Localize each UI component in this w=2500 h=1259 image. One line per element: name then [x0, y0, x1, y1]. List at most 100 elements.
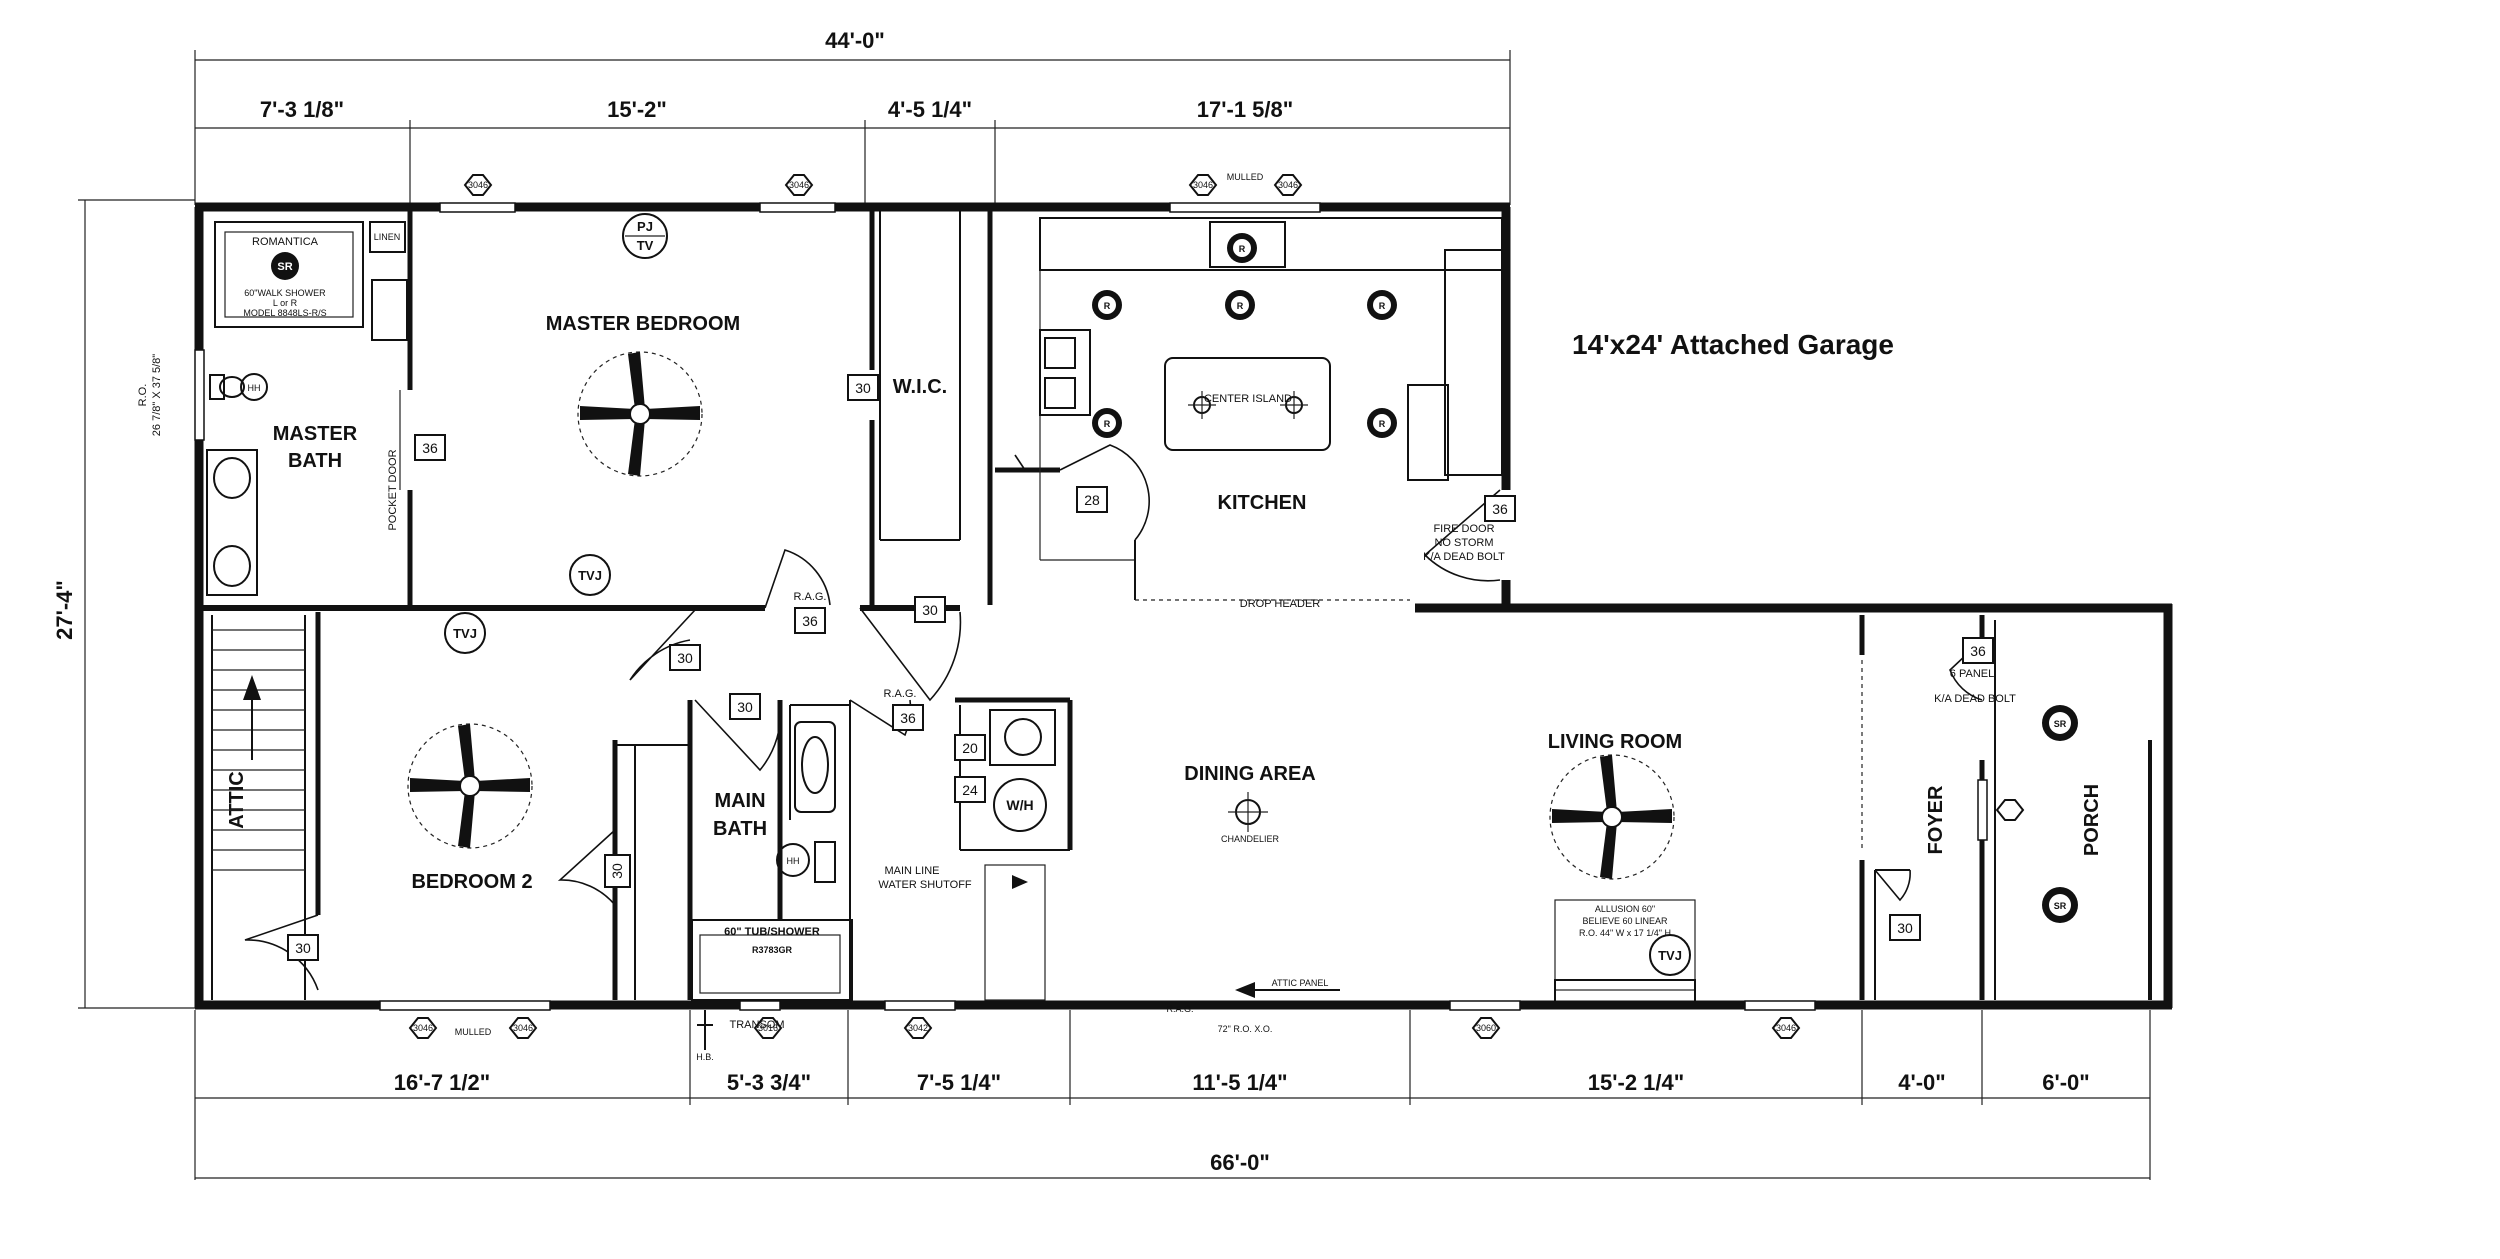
window-tag: 3046 [468, 180, 488, 190]
svg-text:30: 30 [677, 650, 693, 666]
chandelier-label: CHANDELIER [1221, 834, 1280, 844]
svg-text:TVJ: TVJ [453, 626, 477, 641]
ceiling-fan-icon [1549, 754, 1675, 880]
top-segment-3: 4'-5 1/4" [888, 97, 972, 122]
door-tag: 36 [794, 607, 826, 634]
door-swings [244, 444, 1983, 991]
svg-text:R: R [1379, 301, 1386, 311]
arrow-left-icon [1235, 982, 1255, 998]
svg-text:30: 30 [609, 863, 625, 879]
main-line-label-1: MAIN LINE [884, 865, 939, 877]
window-tags: 3046 3046 3046 3046 MULLED 3046 3046 MUL… [408, 172, 2025, 1062]
window-tag: 3016 [758, 1023, 778, 1033]
bottom-segment-1: 16'-7 1/2" [394, 1070, 490, 1095]
shower-label: 60"WALK SHOWER [244, 288, 326, 298]
window-tag: 3042 [908, 1023, 928, 1033]
ceiling-fan-icon [577, 351, 703, 477]
ro-size: 26 7/8" X 37 5/8" [151, 354, 163, 437]
bottom-segment-6: 4'-0" [1898, 1070, 1945, 1095]
svg-text:36: 36 [802, 613, 818, 629]
master-bath-label-2: BATH [288, 450, 342, 472]
main-bath-label-2: BATH [713, 818, 767, 840]
bottom-segment-4: 11'-5 1/4" [1192, 1070, 1287, 1095]
exterior-gas-label: 72" R.O. X.O. [1218, 1024, 1273, 1034]
recessed-lights: R R R R R R [1092, 233, 1397, 438]
dining-label: DINING AREA [1184, 763, 1315, 785]
dimension-lines: 44'-0" 7'-3 1/8" 15'-2" 4'-5 1/4" 17'-1 … [52, 28, 2151, 1180]
living-label: LIVING ROOM [1548, 731, 1682, 753]
attic-stairs [212, 629, 305, 871]
garage-label: 14'x24' Attached Garage [1572, 329, 1894, 360]
svg-text:SR: SR [2054, 719, 2067, 729]
svg-text:30: 30 [855, 380, 871, 396]
door-tag: 30 [287, 934, 319, 961]
ceiling-fan-icon [407, 723, 533, 849]
top-segment-1: 7'-3 1/8" [260, 97, 344, 122]
security-light-icon: SR [2042, 887, 2078, 923]
svg-text:36: 36 [900, 710, 916, 726]
tvj-icon: TVJ [569, 554, 611, 596]
tub-label-1: 60" TUB/SHOWER [724, 926, 820, 938]
svg-text:R: R [1104, 301, 1111, 311]
porch-label: PORCH [2081, 784, 2103, 856]
drop-header-label: DROP HEADER [1240, 598, 1321, 610]
porch-lights: SR SR [2042, 705, 2078, 923]
window-openings [194, 202, 1988, 1011]
fire-door-label-3: K/A DEAD BOLT [1423, 551, 1505, 563]
window-tag: 3046 [1193, 180, 1213, 190]
svg-text:24: 24 [962, 782, 978, 798]
svg-text:R: R [1379, 419, 1386, 429]
svg-text:36: 36 [422, 440, 438, 456]
svg-text:PJ: PJ [637, 219, 653, 234]
svg-text:28: 28 [1084, 492, 1100, 508]
fire-door-label-2: NO STORM [1434, 537, 1493, 549]
svg-text:TVJ: TVJ [578, 568, 602, 583]
svg-text:TV: TV [637, 238, 654, 253]
shower-lr-label: L or R [273, 298, 298, 308]
svg-text:TVJ: TVJ [1658, 948, 1682, 963]
pocket-door-label: POCKET DOOR [387, 449, 399, 530]
kitchen-label: KITCHEN [1218, 492, 1307, 514]
fireplace-label-3: R.O. 44" W x 17 1/4" H [1579, 928, 1671, 938]
island-pendant-icon [1188, 391, 1216, 419]
door-tag: 36 [1484, 495, 1516, 522]
main-bath-fixtures: HH 60" TUB/SHOWER R3783GR TRANSOM W/H MA… [691, 709, 1056, 1031]
door-tag: 30 [914, 596, 946, 623]
svg-text:30: 30 [1897, 920, 1913, 936]
svg-text:36: 36 [1970, 643, 1986, 659]
bottom-total-dimension: 66'-0" [1210, 1150, 1270, 1175]
hose-bib-label: H.B. [696, 1052, 714, 1062]
top-segment-2: 15'-2" [607, 97, 667, 122]
door-tag: 30 [847, 374, 879, 401]
door-tag: 28 [1076, 486, 1108, 513]
fireplace-label-2: BELIEVE 60 LINEAR [1582, 916, 1668, 926]
shower-sr-label: SR [277, 261, 292, 273]
shower-model-label: MODEL 8848LS-R/S [243, 308, 326, 318]
master-bath-fixtures: ROMANTICA SR 60"WALK SHOWER L or R MODEL… [206, 221, 408, 596]
svg-text:R: R [1239, 244, 1246, 254]
romantica-label: ROMANTICA [252, 236, 319, 248]
bottom-segment-7: 6'-0" [2042, 1070, 2089, 1095]
kitchen-fixtures: CENTER ISLAND FIRE DOOR NO STORM K/A DEA… [1039, 217, 1505, 610]
shower-light-icon [271, 252, 299, 280]
svg-text:SR: SR [2054, 901, 2067, 911]
main-bath-label-1: MAIN [714, 790, 765, 812]
mulled-label: MULLED [1227, 172, 1264, 182]
security-light-icon: SR [2042, 705, 2078, 741]
bedroom2-label: BEDROOM 2 [411, 871, 532, 893]
door-tag: 24 [954, 776, 986, 803]
foyer-label: FOYER [1925, 785, 1947, 854]
mulled-label: MULLED [455, 1027, 492, 1037]
island-pendant-icon [1280, 391, 1308, 419]
six-panel-label-1: 6 PANEL [1950, 668, 1994, 680]
tvj-icon: TVJ [444, 612, 486, 654]
ceiling-fans [407, 351, 1675, 880]
svg-text:30: 30 [922, 602, 938, 618]
svg-text:30: 30 [737, 699, 753, 715]
door-tag: 30 [604, 854, 631, 888]
bottom-segment-5: 15'-2 1/4" [1588, 1070, 1684, 1095]
linen-label: LINEN [374, 232, 401, 242]
svg-text:36: 36 [1492, 501, 1508, 517]
recessed-light-icon: R [1092, 290, 1122, 320]
